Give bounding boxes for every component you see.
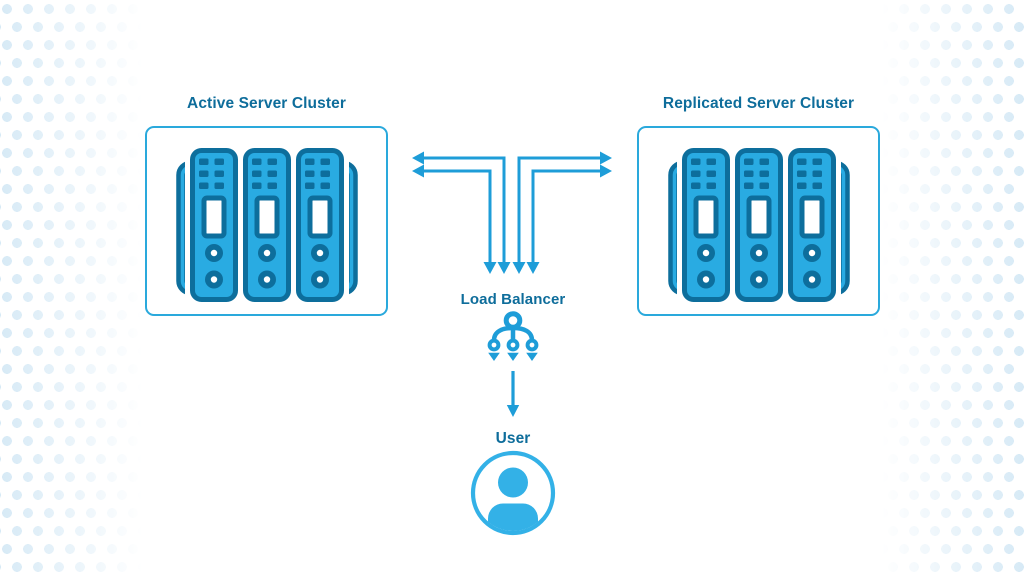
active-cluster-label: Active Server Cluster <box>187 95 346 112</box>
load-balancer-label: Load Balancer <box>460 291 566 308</box>
user-icon <box>470 450 556 536</box>
load-balancer-icon <box>487 311 539 361</box>
replicated-cluster-label: Replicated Server Cluster <box>662 95 855 112</box>
dot-pattern-left <box>0 0 148 576</box>
cluster-load-balancer-arrows <box>412 151 612 274</box>
server-cluster-icon <box>668 148 850 302</box>
dot-pattern-right <box>876 0 1024 576</box>
load-balancer-user-arrow <box>506 371 520 417</box>
server-cluster-icon <box>176 148 358 302</box>
user-label: User <box>495 430 531 447</box>
